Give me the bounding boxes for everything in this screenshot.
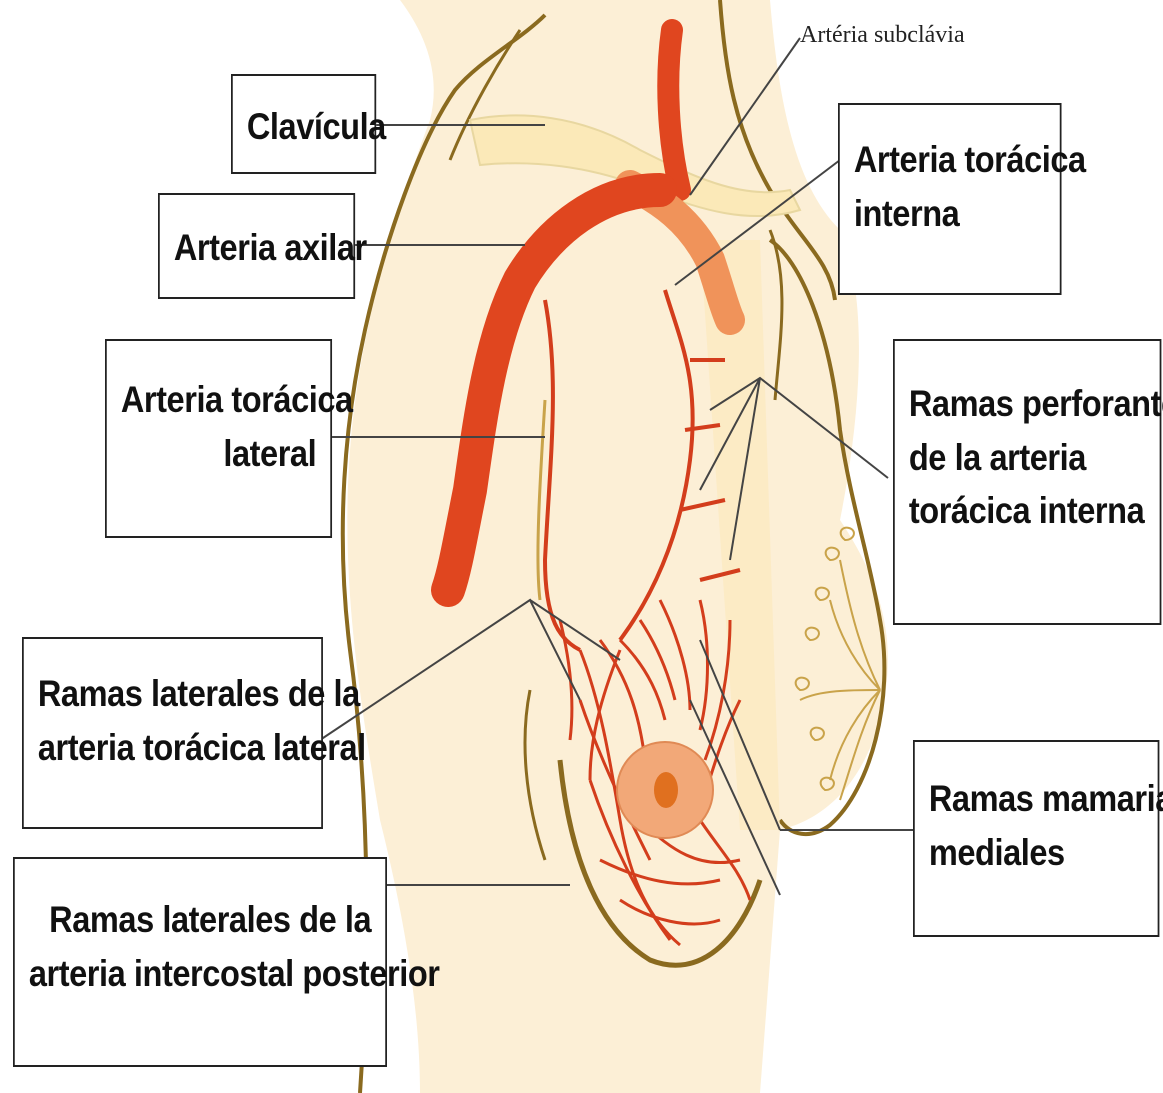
label-toracica-interna-line-1: Arteria torácica bbox=[854, 133, 1046, 187]
label-ramas-laterales-toracica-line-2: arteria torácica lateral bbox=[38, 721, 307, 775]
label-ramas-laterales-intercostal: Ramas laterales de la arteria intercosta… bbox=[13, 857, 387, 1067]
label-ramas-laterales-toracica: Ramas laterales de la arteria torácica l… bbox=[22, 637, 323, 829]
label-ramas-laterales-toracica-line-1: Ramas laterales de la bbox=[38, 667, 307, 721]
label-axilar: Arteria axilar bbox=[158, 193, 355, 299]
label-ramas-laterales-intercostal-line-2: arteria intercostal posterior bbox=[29, 947, 371, 1001]
label-ramas-perforantes-line-3: torácica interna bbox=[909, 484, 1146, 538]
label-toracica-interna: Arteria torácica interna bbox=[838, 103, 1062, 295]
nipple bbox=[654, 772, 678, 808]
label-ramas-laterales-intercostal-line-1: Ramas laterales de la bbox=[29, 893, 371, 947]
label-ramas-mamarias-line-1: Ramas mamarias bbox=[929, 772, 1144, 826]
label-ramas-perforantes-line-1: Ramas perforantes bbox=[909, 377, 1146, 431]
label-toracica-lateral: Arteria torácica lateral bbox=[105, 339, 332, 538]
label-clavicula-text: Clavícula bbox=[247, 100, 361, 154]
label-subclavia: Artéria subclávia bbox=[800, 22, 965, 49]
subclavian-artery bbox=[668, 30, 680, 190]
label-toracica-lateral-line-1: Arteria torácica bbox=[121, 373, 316, 427]
label-toracica-lateral-line-2: lateral bbox=[121, 427, 316, 481]
label-axilar-text: Arteria axilar bbox=[174, 221, 339, 275]
label-ramas-perforantes: Ramas perforantes de la arteria torácica… bbox=[893, 339, 1161, 625]
label-clavicula: Clavícula bbox=[231, 74, 376, 174]
label-ramas-mamarias: Ramas mamarias mediales bbox=[913, 740, 1159, 937]
label-toracica-interna-line-2: interna bbox=[854, 187, 1046, 241]
label-ramas-perforantes-line-2: de la arteria bbox=[909, 431, 1146, 485]
label-ramas-mamarias-line-2: mediales bbox=[929, 826, 1144, 880]
